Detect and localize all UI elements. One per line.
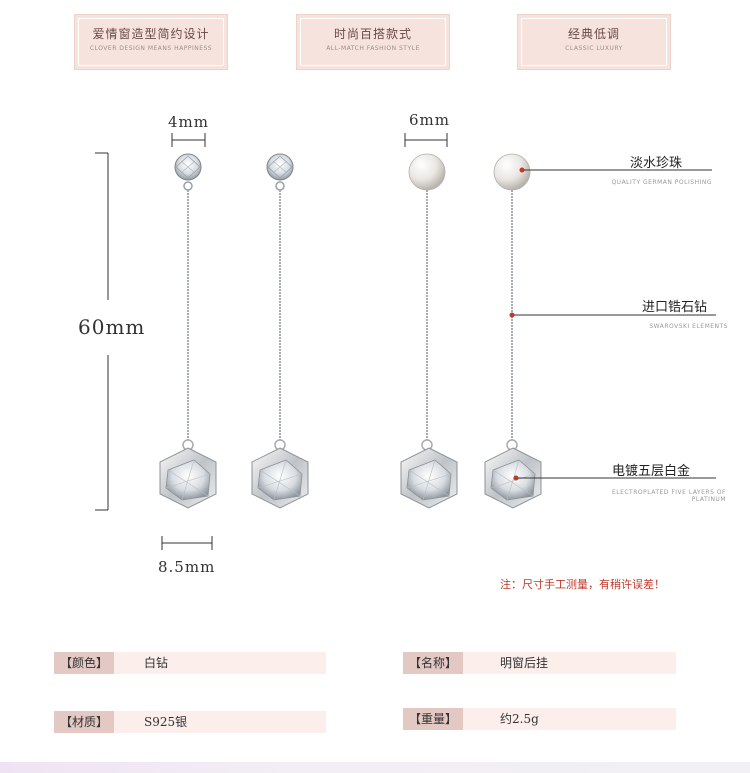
feature-title: 时尚百搭款式 — [333, 27, 412, 41]
dimension-line-length — [95, 152, 109, 511]
feature-subtitle: ALL-MATCH FASHION STYLE — [326, 45, 420, 52]
feature-box-frame — [300, 18, 446, 66]
feature-box-frame — [78, 18, 224, 66]
product-illustration — [95, 133, 716, 550]
feature-title: 经典低调 — [567, 27, 620, 41]
earring-crystal-2 — [251, 153, 309, 509]
dimension-stud-right: 6mm — [409, 111, 450, 129]
spec-label: 【重量】 — [403, 708, 464, 730]
spec-label: 【名称】 — [403, 652, 464, 674]
dimension-line-cube — [161, 536, 213, 550]
callout-zircon: 进口锆石钻 SWAROVSKI ELEMENTS — [600, 300, 728, 330]
spec-value: 明窗后挂 — [500, 656, 549, 670]
callout-leader-pearl — [519, 167, 712, 173]
dimension-cube: 8.5mm — [158, 558, 216, 576]
spec-label: 【材质】 — [54, 711, 115, 733]
callout-subtitle: SWAROVSKI ELEMENTS — [649, 323, 728, 330]
feature-box-classic: 经典低调 CLASSIC LUXURY — [517, 14, 671, 70]
callout-title: 淡水珍珠 — [630, 156, 683, 171]
callout-subtitle: Quality German polishing — [611, 179, 712, 186]
bottom-gradient-band — [0, 762, 750, 773]
callout-subtitle: Electroplated five layers of platinum — [611, 489, 726, 503]
spec-weight: 【重量】 约2.5g — [403, 708, 676, 730]
dimension-stud-left: 4mm — [168, 113, 209, 131]
spec-label: 【颜色】 — [54, 652, 115, 674]
callout-pearl: 淡水珍珠 Quality German polishing — [600, 152, 712, 186]
feature-subtitle: CLOVER DESIGN MEANS HAPPINESS — [89, 45, 213, 52]
callout-title: 进口锆石钻 — [642, 300, 708, 315]
spec-value: S925银 — [144, 715, 188, 729]
feature-title: 爱情窗造型简约设计 — [92, 27, 210, 41]
feature-box-style: 时尚百搭款式 ALL-MATCH FASHION STYLE — [296, 14, 450, 70]
spec-name: 【名称】 明窗后挂 — [403, 652, 676, 674]
earring-pearl-1 — [400, 153, 458, 509]
dimension-line-stud-right — [404, 133, 448, 147]
dimension-line-stud-left — [171, 133, 206, 147]
spec-value: 约2.5g — [500, 712, 539, 726]
feature-subtitle: CLASSIC LUXURY — [565, 45, 623, 52]
callout-leader-zircon — [509, 312, 716, 318]
spec-color: 【颜色】 白钻 — [54, 652, 326, 674]
feature-box-frame — [521, 18, 667, 66]
measurement-note: 注：尺寸手工测量，有稍许误差！ — [500, 578, 665, 591]
spec-material: 【材质】 S925银 — [54, 711, 326, 733]
callout-leader-plating — [513, 475, 716, 481]
dimension-length: 60mm — [78, 315, 146, 339]
earring-crystal-1 — [159, 153, 217, 509]
feature-box-design: 爱情窗造型简约设计 CLOVER DESIGN MEANS HAPPINESS — [74, 14, 228, 70]
spec-value: 白钻 — [144, 656, 169, 670]
earring-pearl-2 — [484, 153, 542, 509]
callout-plating: 电镀五层白金 Electroplated five layers of plat… — [590, 464, 726, 503]
callout-title: 电镀五层白金 — [612, 464, 691, 479]
